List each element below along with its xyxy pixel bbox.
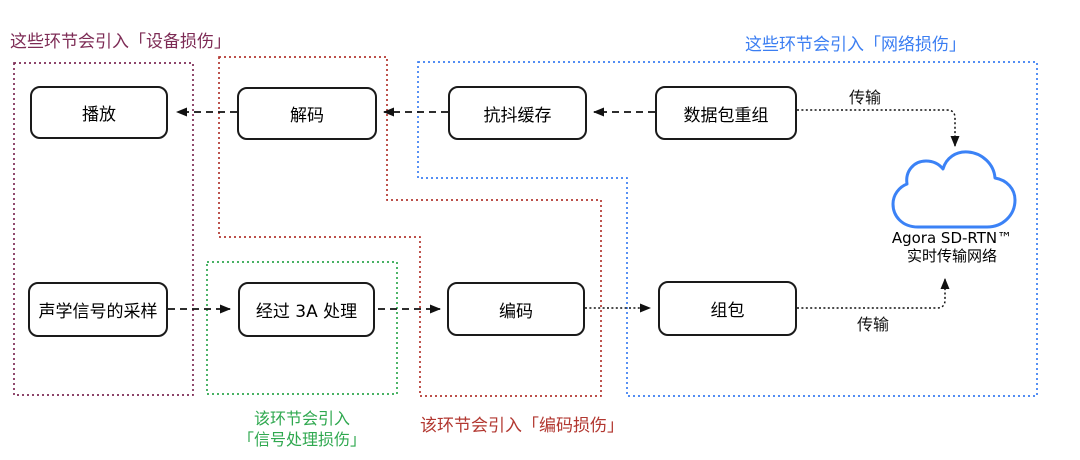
node-packetize: 组包 [658, 281, 797, 336]
transmission-bottom-label: 传输 [857, 315, 890, 334]
coding-impairment-label: 该环节会引入「编码损伤」 [420, 416, 624, 436]
network-impairment-region [417, 61, 1038, 397]
transmission-top-label: 传输 [849, 88, 882, 107]
signal-processing-impairment-region [206, 261, 398, 395]
node-decode: 解码 [237, 87, 377, 140]
arrow-transmission-bottom [797, 278, 950, 309]
node-acoustic-sampling: 声学信号的采样 [28, 282, 168, 337]
cloud-subtitle: 实时传输网络 [906, 247, 997, 265]
cloud-name: Agora SD-RTN™ [891, 229, 1013, 247]
arrow-transmission-top [797, 109, 960, 147]
signal-processing-impairment-line1: 该环节会引入 [253, 409, 350, 428]
signal-processing-impairment-line2: 「信号处理损伤」 [237, 430, 366, 449]
signal-processing-impairment-label: 该环节会引入 「信号处理损伤」 [207, 408, 397, 450]
node-packet-reassembly: 数据包重组 [655, 86, 797, 140]
device-impairment-label: 这些环节会引入「设备损伤」 [10, 32, 231, 52]
node-encode: 编码 [447, 282, 585, 336]
device-impairment-region [13, 62, 194, 396]
node-3a-processing: 经过 3A 处理 [238, 282, 375, 337]
coding-impairment-region [218, 56, 602, 397]
node-jitter-buffer: 抗抖缓存 [448, 86, 587, 140]
cloud-caption: Agora SD-RTN™ 实时传输网络 [872, 229, 1032, 265]
network-impairment-label: 这些环节会引入「网络损伤」 [745, 35, 966, 55]
node-playback: 播放 [30, 86, 168, 139]
cloud-icon [891, 150, 1017, 229]
